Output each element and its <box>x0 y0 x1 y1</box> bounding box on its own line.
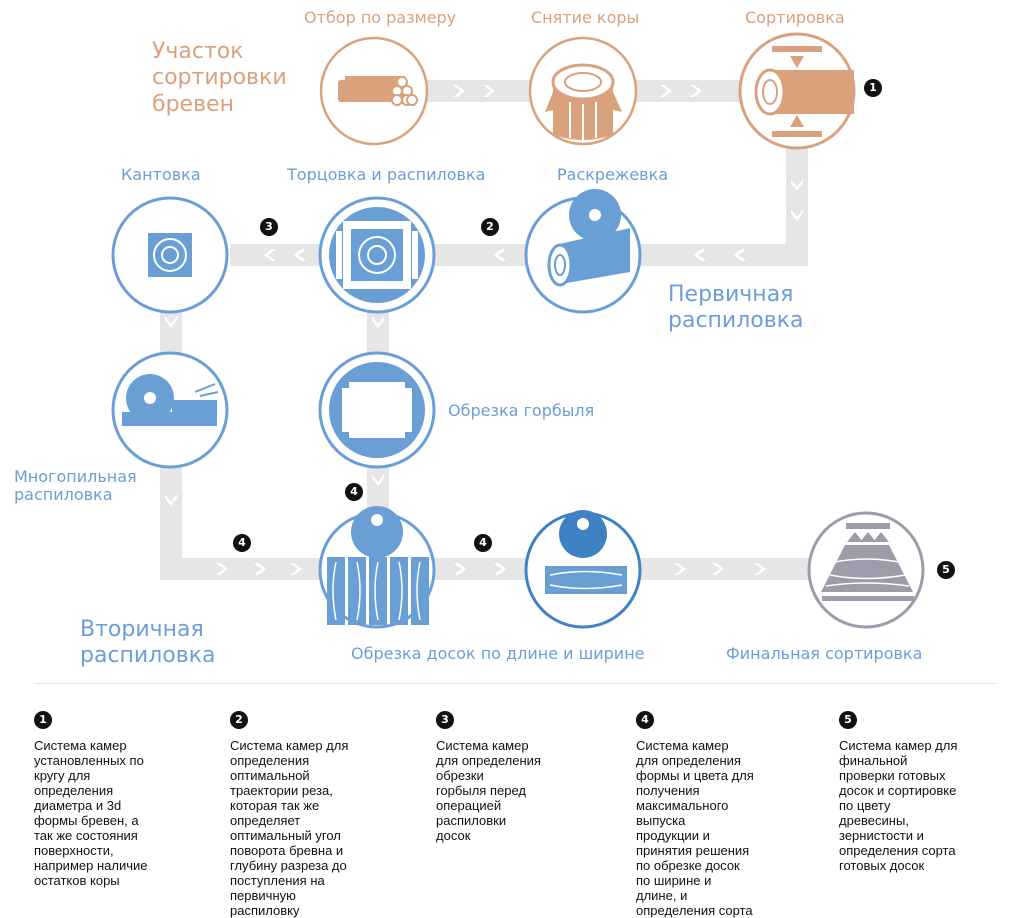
section-sorting-area: Участок сортировки бревен <box>152 39 287 117</box>
cant-icon <box>111 196 229 314</box>
label-sorting: Сортировка <box>745 8 845 27</box>
note-badge-1: 1 <box>34 711 52 729</box>
section-primary: Первичная распиловка <box>668 282 804 334</box>
note-badge-4: 4 <box>636 711 654 729</box>
badge-3: 3 <box>260 218 278 236</box>
debarking-icon <box>528 36 638 146</box>
trim-saw-icon <box>318 196 436 314</box>
badge-4-right: 4 <box>474 534 492 552</box>
note-text-4: Система камер для определения формы и цв… <box>636 738 754 918</box>
final-sort-icon <box>807 511 925 629</box>
multisaw-icon <box>111 351 229 469</box>
note-5: 5 Система камер для финальной проверки г… <box>839 711 957 873</box>
label-cant: Кантовка <box>121 165 201 184</box>
divider <box>34 683 996 684</box>
note-text-2: Система камер для определения оптимально… <box>230 738 349 918</box>
note-badge-5: 5 <box>839 711 857 729</box>
note-text-5: Система камер для финальной проверки гот… <box>839 738 958 873</box>
badge-4-left: 4 <box>233 534 251 552</box>
board-crosscut-icon <box>524 510 642 629</box>
note-1: 1 Система камер установленных по кругу д… <box>34 711 147 888</box>
badge-5: 5 <box>937 561 955 579</box>
badge-1: 1 <box>864 79 882 97</box>
label-slab-trim: Обрезка горбыля <box>448 401 595 420</box>
label-board-trim: Обрезка досок по длине и ширине <box>351 644 645 663</box>
note-badge-3: 3 <box>436 711 454 729</box>
sorting-icon <box>738 32 856 150</box>
note-4: 4 Система камер для определения формы и … <box>636 711 754 918</box>
slab-trim-icon <box>318 351 436 469</box>
label-trim-saw: Торцовка и распиловка <box>287 165 486 184</box>
section-secondary: Вторичная распиловка <box>80 617 216 669</box>
badge-2: 2 <box>481 218 499 236</box>
label-multisaw: Многопильная распиловка <box>14 467 137 505</box>
size-selection-icon <box>319 36 429 146</box>
log-sawing-icon <box>524 189 642 314</box>
note-badge-2: 2 <box>230 711 248 729</box>
note-text-3: Система камер для определения обрезки го… <box>436 738 541 843</box>
note-text-1: Система камер установленных по кругу для… <box>34 738 148 888</box>
label-size-selection: Отбор по размеру <box>304 8 457 27</box>
label-debarking: Снятие коры <box>531 8 640 27</box>
note-2: 2 Система камер для определения оптималь… <box>230 711 348 918</box>
badge-4-vertical: 4 <box>345 483 363 501</box>
board-edging-icon <box>318 506 436 629</box>
label-log-sawing: Раскрежевка <box>557 165 669 184</box>
label-final-sort: Финальная сортировка <box>726 644 923 663</box>
note-3: 3 Система камер для определения обрезки … <box>436 711 541 843</box>
